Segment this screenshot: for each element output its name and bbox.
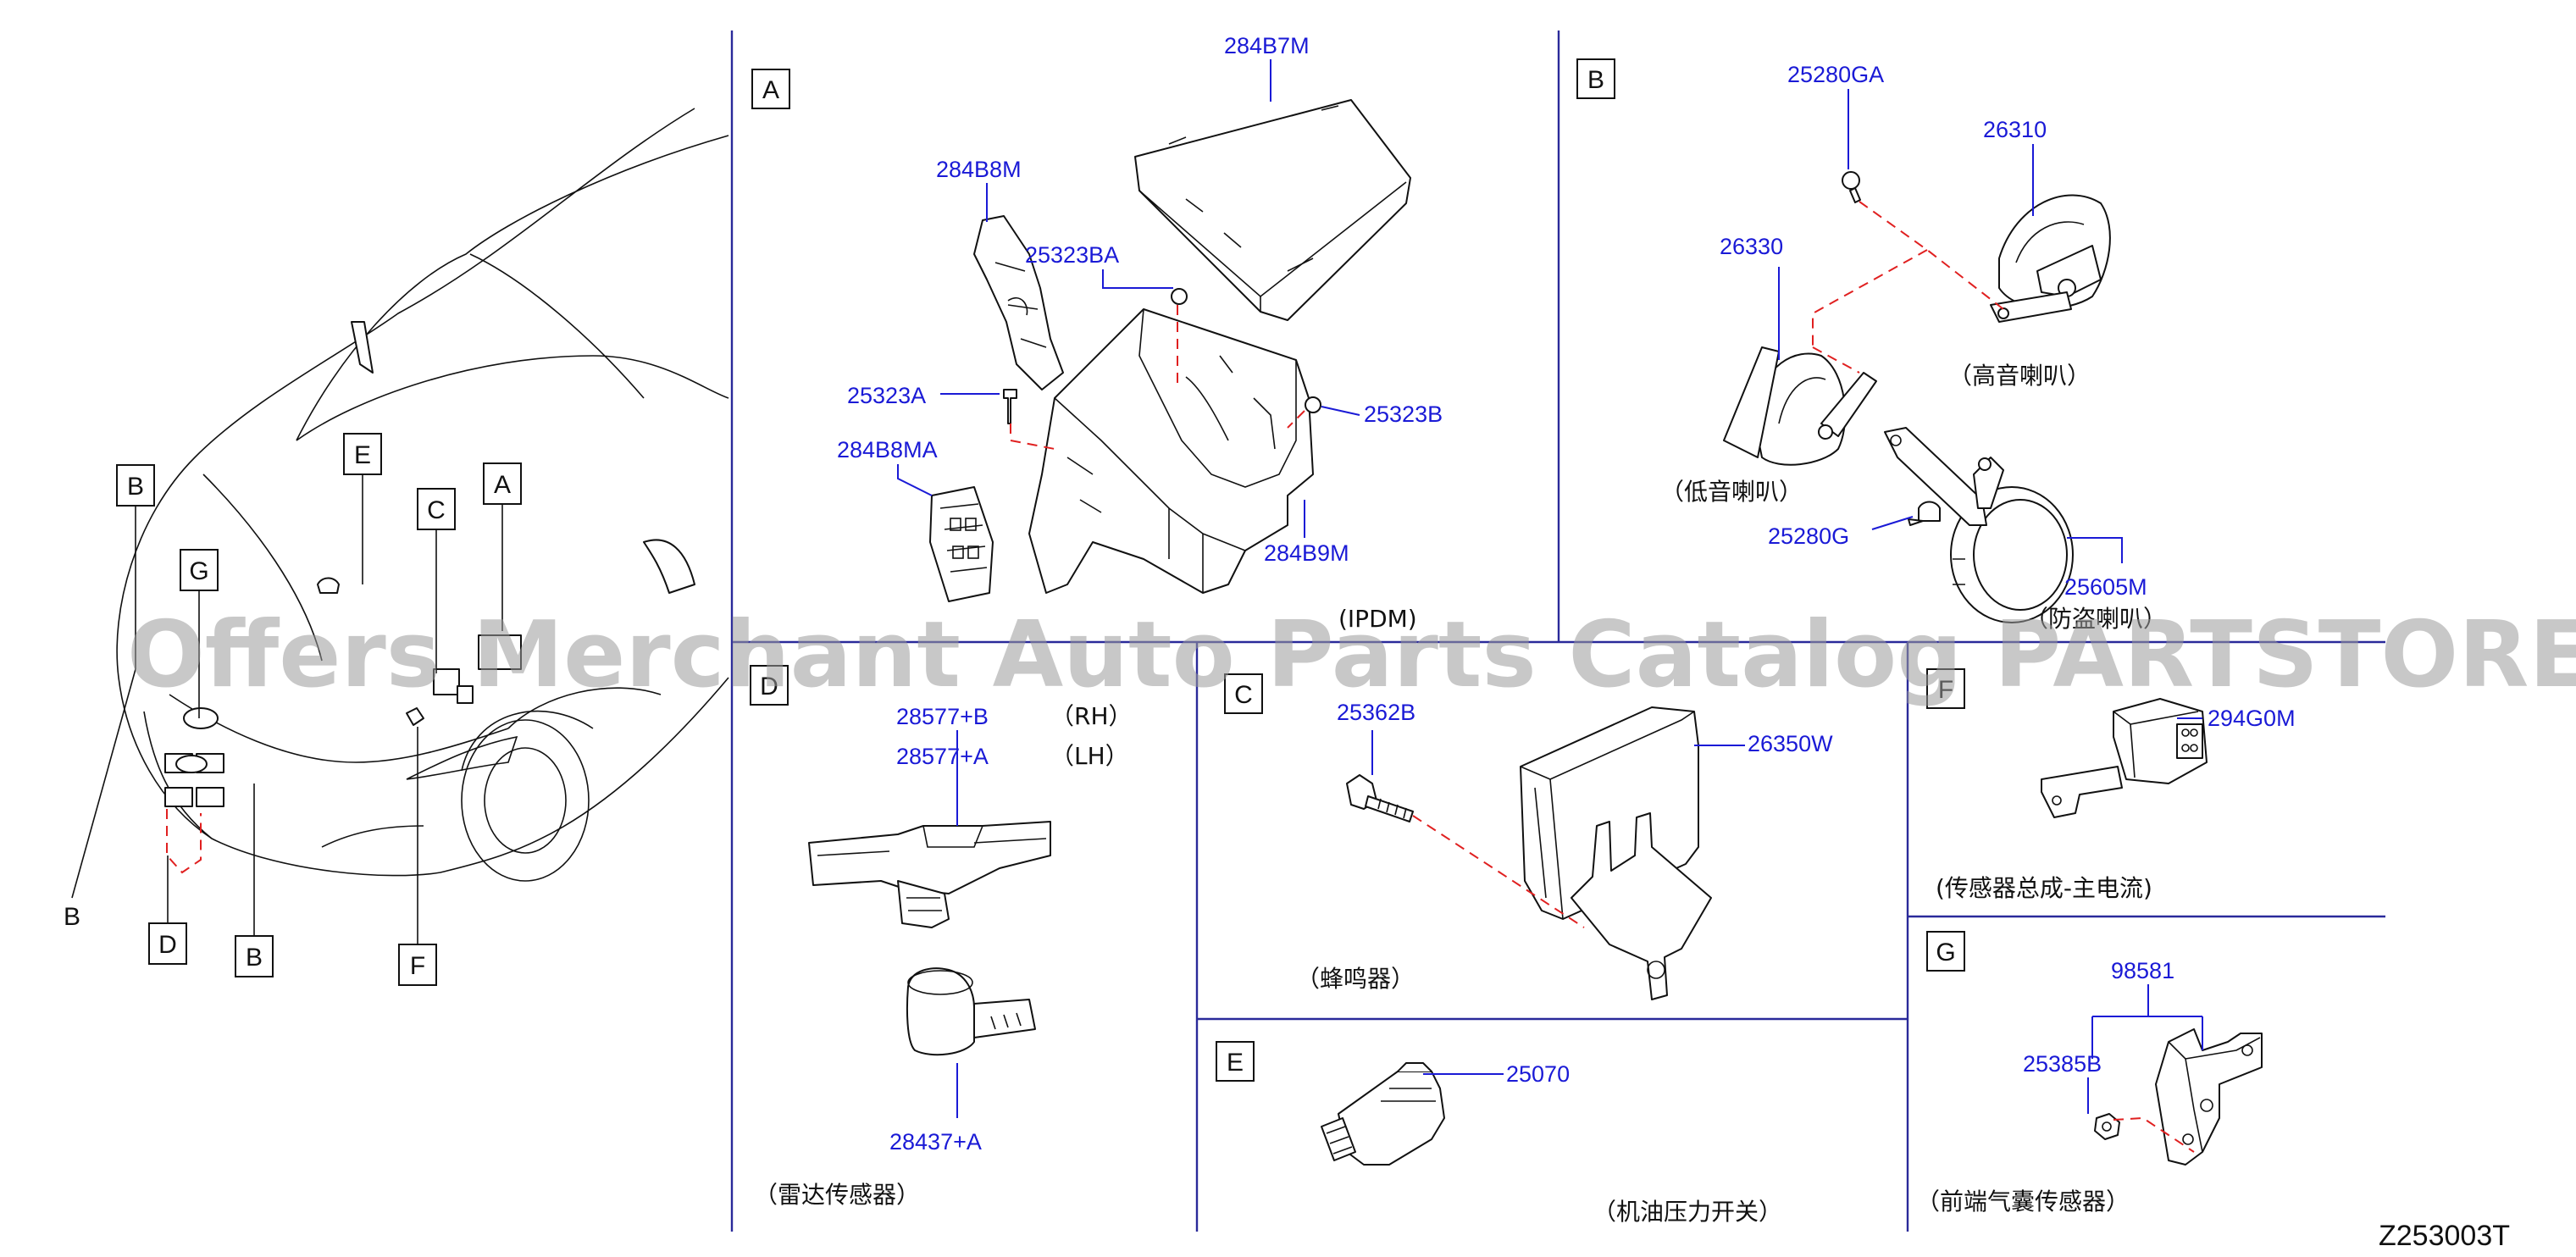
car-label-g: G: [189, 557, 208, 585]
caption-alarm-horn: （防盗喇叭）: [2025, 605, 2167, 633]
part-25385b: 25385B: [2023, 1051, 2102, 1077]
watermark: Offers Merchant Auto Parts Catalog PARTS…: [127, 602, 2576, 708]
caption-airbag-sensor: （前端气囊传感器）: [1916, 1188, 2130, 1215]
part-28577-a: 28577+A: [896, 744, 989, 769]
radar-bracket: [808, 821, 1051, 928]
caption-current-sensor: (传感器总成-主电流): [1936, 874, 2152, 902]
label-rh: （RH）: [1050, 702, 1133, 730]
diagram-code: Z253003T: [2379, 1220, 2510, 1252]
part-25605m: 25605M: [2064, 574, 2147, 600]
car-label-e: E: [354, 441, 371, 469]
section-d-label: D: [760, 673, 778, 700]
caption-ipdm: (IPDM): [1338, 605, 1417, 633]
section-b-label: B: [1587, 66, 1604, 94]
current-sensor: [2041, 698, 2208, 818]
part-294g0m: 294G0M: [2208, 706, 2296, 731]
section-f: F 294G0M (传感器总成-主电流): [1926, 668, 2296, 902]
part-284b9m: 284B9M: [1264, 540, 1349, 566]
part-25323b: 25323B: [1364, 401, 1443, 427]
part-284b8m: 284B8M: [936, 157, 1022, 182]
section-e-label: E: [1227, 1049, 1244, 1077]
part-25323ba: 25323BA: [1025, 242, 1119, 268]
part-26330: 26330: [1720, 234, 1783, 259]
car-label-f: F: [410, 952, 425, 980]
part-28437-a: 28437+A: [889, 1129, 982, 1155]
part-26350w: 26350W: [1748, 731, 1833, 756]
airbag-sensor-bracket: [2155, 1028, 2263, 1166]
car-label-b-top: B: [127, 473, 144, 501]
section-g: G 98581 25385B （前端气囊传感器）: [1916, 931, 2263, 1215]
caption-radar-sensor: （雷达传感器）: [754, 1181, 920, 1209]
part-25070: 25070: [1506, 1061, 1570, 1087]
section-e: E 25070 （机油压力开关）: [1216, 1041, 1782, 1226]
part-98581: 98581: [2111, 958, 2174, 983]
part-26310: 26310: [1983, 117, 2047, 142]
ipdm-box: [1028, 308, 1314, 594]
part-25280ga: 25280GA: [1787, 62, 1884, 87]
section-d: D 28577+B （RH） 28577+A （LH） 28437+A （雷达传…: [750, 665, 1133, 1209]
caption-buzzer: （蜂鸣器）: [1296, 965, 1415, 993]
section-g-label: G: [1936, 939, 1955, 966]
radar-sensor: [906, 967, 1036, 1056]
part-284b8ma: 284B8MA: [837, 437, 938, 462]
buzzer: [1520, 706, 1712, 1000]
car-callouts: B G E C A B D B F: [64, 433, 522, 986]
section-a: A: [751, 33, 1443, 633]
car-label-d: D: [158, 931, 177, 959]
car-label-c: C: [427, 496, 446, 524]
car-overview-drawing: [116, 108, 729, 882]
car-label-a: A: [494, 471, 511, 499]
high-horn: [1990, 194, 2111, 323]
part-25323a: 25323A: [847, 383, 926, 408]
car-leaders: [71, 474, 503, 944]
label-lh: （LH）: [1050, 742, 1129, 770]
bolt-25362b: [1346, 774, 1414, 822]
caption-high-horn: （高音喇叭）: [1948, 362, 2091, 390]
bracket-lower: [929, 486, 994, 602]
caption-low-horn: （低音喇叭）: [1660, 478, 1803, 506]
caption-oil-pressure-switch: （机油压力开关）: [1593, 1198, 1782, 1226]
alarm-horn: [1884, 427, 2074, 623]
section-c-label: C: [1234, 681, 1253, 709]
section-a-label: A: [762, 76, 779, 104]
oil-pressure-switch: [1321, 1062, 1445, 1166]
car-label-b-left: B: [64, 903, 80, 931]
car-label-b-bottom: B: [246, 944, 263, 972]
section-b: B: [1576, 58, 2167, 633]
section-c: C 25362B 26350W （蜂鸣器）: [1224, 673, 1833, 1000]
ipdm-cover: [1134, 99, 1411, 321]
part-284b7m: 284B7M: [1224, 33, 1310, 58]
low-horn: [1723, 346, 1877, 466]
section-f-label: F: [1938, 676, 1953, 704]
part-25362b: 25362B: [1337, 700, 1415, 725]
section-dividers: [730, 30, 2385, 1232]
part-28577-b: 28577+B: [896, 704, 989, 729]
part-25280g: 25280G: [1768, 523, 1849, 549]
